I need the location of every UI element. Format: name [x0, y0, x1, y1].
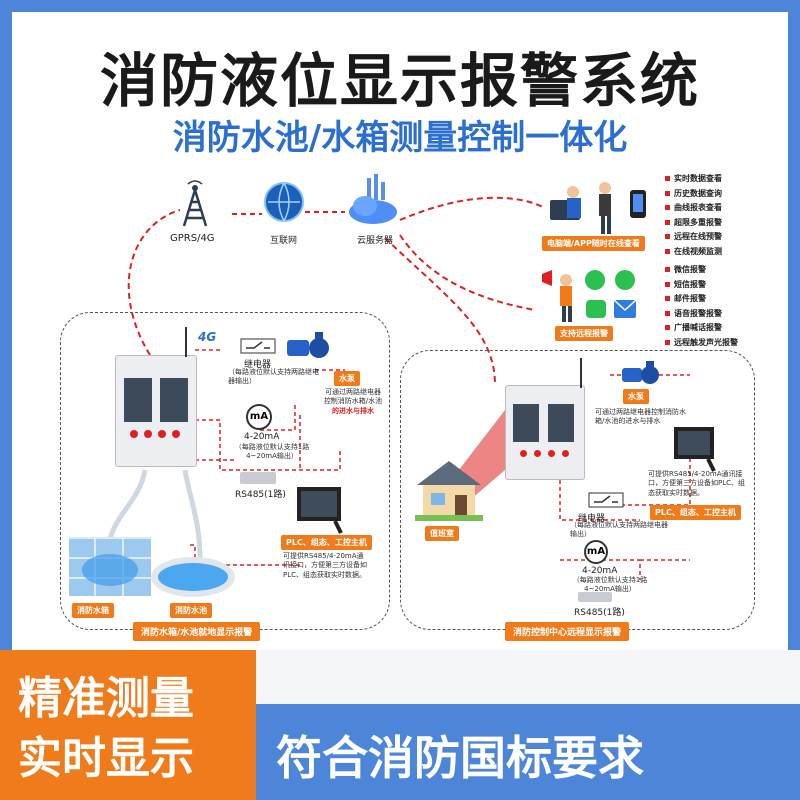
internet-label: 互联网: [270, 236, 298, 246]
remote-zone-tag: 消防控制中心远程显示报警: [505, 622, 630, 641]
monitor-feature: 远程在线预警: [665, 230, 722, 245]
remote-ma-desc: （每路液位默认支持1路4~20mA输出）: [572, 576, 648, 594]
knob-icon: [158, 430, 166, 438]
page-title: 消防液位显示报警系统: [99, 47, 700, 115]
knob-icon: [534, 450, 541, 457]
pool-tag: 消防水池: [170, 603, 212, 618]
alarm-channels-icon: [542, 270, 637, 322]
local-pump-tag: 水泵: [334, 371, 360, 386]
pump-icon: [622, 361, 659, 384]
alarm-feature: 邮件报警: [665, 292, 738, 307]
local-pump-desc: 可通过两路继电器控制消防水箱/水池的进水与排水: [323, 388, 383, 415]
knob-icon: [172, 430, 180, 438]
local-relay-desc: （每路液位默认支持两路继电器输出）: [228, 368, 319, 386]
local-controller-box: [115, 355, 197, 467]
rs485-connector-icon: [240, 472, 276, 484]
local-ma-title: 4-20mA: [244, 432, 280, 442]
water-pool-icon: [151, 557, 235, 597]
monitor-feature-list: 实时数据查看 历史数据查询 曲线报表查看 超限多重报警 远程在线预警 在线视频监…: [665, 172, 722, 259]
remote-pump-tag: 水泵: [623, 389, 649, 404]
display-panel: [513, 404, 539, 442]
remote-rs485-label: RS485(1路): [574, 608, 625, 618]
monitor-feature: 实时数据查看: [665, 172, 722, 187]
alarm-feature-list: 微信报警 短信报警 邮件报警 语音报警报警 广播喊话报警 远程触发声光报警: [665, 263, 738, 350]
monitor-feature: 历史数据查询: [665, 187, 722, 202]
remote-relay-title: 继电器: [578, 514, 606, 524]
knob-icon: [548, 450, 555, 457]
remote-controller-box: [505, 385, 585, 480]
relay-switch-icon: [588, 492, 624, 508]
footer-right-panel: [256, 704, 800, 800]
plc-monitor-icon: [297, 487, 343, 534]
footer-slogan-2: 实时显示: [18, 733, 194, 784]
remote-pump-desc: 可通过两路继电器控制消防水箱/水池的进水与排水: [595, 408, 686, 426]
milliamp-icon: mA: [246, 404, 272, 430]
knob-icon: [144, 430, 152, 438]
monitor-tag: 电脑端/APP随时在线查看: [542, 236, 645, 251]
alarm-tag: 支持远程报警: [555, 326, 613, 341]
alarm-feature: 广播喊话报警: [665, 321, 738, 336]
knob-icon: [130, 430, 138, 438]
4g-badge: 4G: [198, 330, 217, 344]
monitoring-people-icon: [550, 182, 646, 234]
monitor-feature: 曲线报表查看: [665, 201, 722, 216]
rs485-connector-icon: [578, 592, 612, 602]
footer-slogan-3: 符合消防国标要求: [276, 731, 644, 785]
cloud-server-icon: [349, 174, 397, 224]
gprs-label: GPRS/4G: [170, 233, 215, 244]
antenna-icon: [185, 327, 187, 357]
globe-icon: [264, 182, 304, 222]
page-subtitle: 消防水池/水箱测量控制一体化: [172, 118, 628, 158]
tank-tag: 消防水箱: [72, 603, 114, 618]
remote-relay-desc: （每路液位默认支持两路继电器输出）: [570, 521, 668, 539]
alarm-feature: 微信报警: [665, 263, 738, 278]
duty-room-tag: 值班室: [425, 526, 459, 541]
pump-icon: [287, 332, 329, 358]
knob-icon: [520, 450, 527, 457]
cell-tower-icon: [182, 180, 208, 227]
water-tank-icon: [69, 537, 151, 596]
display-panel: [124, 378, 152, 422]
milliamp-icon: mA: [584, 540, 608, 564]
local-zone-tag: 消防水箱/水池就地显示报警: [133, 622, 261, 641]
plc-monitor-icon: [674, 427, 716, 472]
footer-left-panel: [0, 650, 256, 800]
alarm-feature: 短信报警: [665, 278, 738, 293]
monitor-feature: 超限多重报警: [665, 216, 722, 231]
local-rs485-label: RS485(1路): [235, 490, 286, 500]
knob-icon: [562, 450, 569, 457]
cloud-label: 云服务器: [357, 236, 394, 246]
alarm-feature: 远程触发声光报警: [665, 336, 738, 351]
duty-room-house-icon: [415, 461, 483, 521]
local-ma-desc: （每路液位默认支持1路4~20mA输出）: [234, 443, 310, 461]
remote-ma-title: 4-20mA: [582, 566, 618, 576]
local-plc-desc: 可提供RS485/4-20mA通讯接口，方便第三方设备如PLC、组态获取实时数据…: [283, 552, 367, 579]
alarm-feature: 语音报警报警: [665, 307, 738, 322]
relay-switch-icon: [240, 338, 276, 354]
local-plc-tag: PLC、组态、工控主机: [281, 535, 372, 550]
display-panel: [160, 378, 188, 422]
monitor-feature: 在线视频监测: [665, 245, 722, 260]
remote-plc-desc: 可提供RS485/4-20mA通讯接口，方便第三方设备如PLC、组态获取实时数据…: [648, 470, 746, 497]
antenna-icon: [580, 358, 582, 388]
display-panel: [548, 404, 574, 442]
remote-plc-tag: PLC、组态、工控主机: [650, 505, 741, 520]
local-relay-title: 继电器: [244, 360, 272, 370]
footer-slogan-1: 精准测量: [18, 673, 194, 724]
